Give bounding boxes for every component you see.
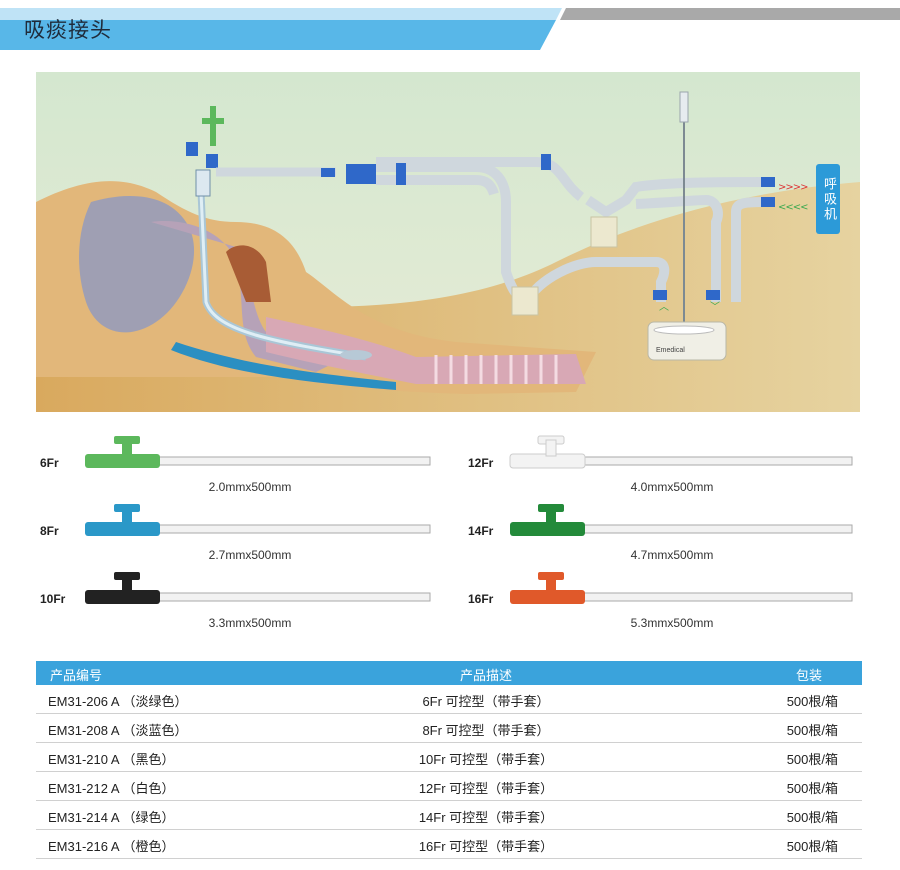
catheter-dimension: 4.0mmx500mm — [630, 480, 714, 494]
circuit-tube-lower — [521, 257, 670, 305]
expiratory-limb — [376, 157, 585, 201]
catheter-6fr: 6Fr 2.0mmx500mm — [40, 430, 460, 494]
table-row: EM31-208 A （淡蓝色） 8Fr 可控型（带手套） 500根/箱 — [36, 714, 862, 743]
water-trap-right — [590, 216, 618, 248]
catheter-16fr: 16Fr 5.3mmx500mm — [468, 566, 888, 630]
tube-cuff — [340, 350, 372, 360]
catheter-14fr: 14Fr 4.7mmx500mm — [468, 498, 888, 562]
circuit-tube-return — [635, 194, 723, 302]
cell-code: EM31-210 A （黑色） — [48, 752, 175, 767]
table-header: 产品编号 产品描述 包装 — [36, 661, 862, 685]
column-header-packaging: 包装 — [795, 669, 822, 684]
cell-packaging: 500根/箱 — [786, 752, 838, 767]
cell-description: 14Fr 可控型（带手套） — [418, 810, 554, 825]
catheter-dimension: 3.3mmx500mm — [208, 616, 292, 630]
catheter-size-list: 6Fr 2.0mmx500mm 8Fr 2.7mmx500mm 10Fr 3.3… — [0, 420, 900, 640]
table-row: EM31-214 A （绿色） 14Fr 可控型（带手套） 500根/箱 — [36, 801, 862, 830]
header-banner: 吸痰接头 — [0, 0, 900, 60]
catheter-14fr-graphic — [510, 504, 853, 536]
cell-code: EM31-216 A （橙色） — [48, 839, 175, 854]
column-header-description: 产品描述 — [459, 669, 512, 684]
catheter-16fr-graphic — [510, 572, 853, 604]
airway — [151, 221, 336, 372]
header-banner-shape — [0, 8, 900, 50]
cell-description: 6Fr 可控型（带手套） — [422, 694, 550, 709]
catheter-size-label: 10Fr — [40, 592, 66, 606]
catheter-dimension: 2.0mmx500mm — [208, 480, 292, 494]
page-title: 吸痰接头 — [24, 18, 112, 42]
cell-packaging: 500根/箱 — [786, 723, 838, 738]
catheter-dimension: 4.7mmx500mm — [630, 548, 714, 562]
cell-description: 12Fr 可控型（带手套） — [418, 781, 554, 796]
humidifier-brand: Emedical — [656, 347, 685, 354]
table-row: EM31-210 A （黑色） 10Fr 可控型（带手套） 500根/箱 — [36, 743, 862, 772]
catheter-size-label: 16Fr — [468, 592, 494, 606]
cell-code: EM31-206 A （淡绿色） — [48, 694, 188, 709]
catheter-size-label: 8Fr — [40, 524, 59, 538]
spine-outline — [171, 342, 396, 390]
product-table: 产品编号 产品描述 包装 EM31-206 A （淡绿色） 6Fr 可控型（带手… — [36, 661, 862, 859]
catheter-size-label: 12Fr — [468, 456, 494, 470]
cell-packaging: 500根/箱 — [786, 810, 838, 825]
usage-illustration: Emedical ︿ ﹀ >>>> <<<< 呼吸机 — [36, 72, 860, 412]
ventilator-label: 呼吸机 — [816, 164, 840, 234]
catheter-12fr: 12Fr 4.0mmx500mm — [468, 430, 888, 494]
cell-code: EM31-214 A （绿色） — [48, 810, 175, 825]
catheter-size-label: 14Fr — [468, 524, 494, 538]
trachea — [266, 317, 586, 384]
ventilation-diagram: Emedical ︿ ﹀ >>>> <<<< — [36, 72, 860, 412]
water-trap-left — [511, 286, 539, 316]
cell-description: 8Fr 可控型（带手套） — [422, 723, 550, 738]
cell-packaging: 500根/箱 — [786, 839, 838, 854]
catheter-dimension: 5.3mmx500mm — [630, 616, 714, 630]
down-arrow-indicator: ﹀ — [710, 301, 720, 313]
suction-connector-cap — [186, 142, 198, 156]
table-row: EM31-212 A （白色） 12Fr 可控型（带手套） 500根/箱 — [36, 772, 862, 801]
tongue — [226, 245, 271, 302]
cell-packaging: 500根/箱 — [786, 694, 838, 709]
cell-description: 16Fr 可控型（带手套） — [418, 839, 554, 854]
cell-code: EM31-208 A （淡蓝色） — [48, 723, 188, 738]
circuit-tube-upper — [585, 177, 767, 218]
inflow-arrows: <<<< — [778, 202, 808, 213]
catheter-8fr-graphic — [85, 504, 431, 536]
catheter-6fr-graphic — [85, 436, 431, 468]
catheter-10fr: 10Fr 3.3mmx500mm — [40, 566, 460, 630]
catheter-12fr-graphic — [509, 435, 853, 469]
catheter-size-label: 6Fr — [40, 456, 59, 470]
table-row: EM31-206 A （淡绿色） 6Fr 可控型（带手套） 500根/箱 — [36, 685, 862, 714]
trachea-rings — [434, 355, 558, 384]
nasal-cavity — [79, 196, 195, 333]
catheter-10fr-graphic — [85, 572, 431, 604]
cell-description: 10Fr 可控型（带手套） — [418, 752, 554, 767]
catheter-dimension: 2.7mmx500mm — [208, 548, 292, 562]
suction-catheter-valve — [210, 106, 216, 146]
table-row: EM31-216 A （橙色） 16Fr 可控型（带手套） 500根/箱 — [36, 830, 862, 859]
column-header-code: 产品编号 — [50, 669, 103, 684]
catheter-8fr: 8Fr 2.7mmx500mm — [40, 498, 460, 562]
suction-connector-body — [195, 169, 211, 197]
cell-packaging: 500根/箱 — [786, 781, 838, 796]
outflow-arrows: >>>> — [778, 182, 808, 193]
up-arrow-indicator: ︿ — [659, 302, 669, 313]
cell-code: EM31-212 A （白色） — [48, 781, 175, 796]
y-piece — [346, 164, 376, 184]
